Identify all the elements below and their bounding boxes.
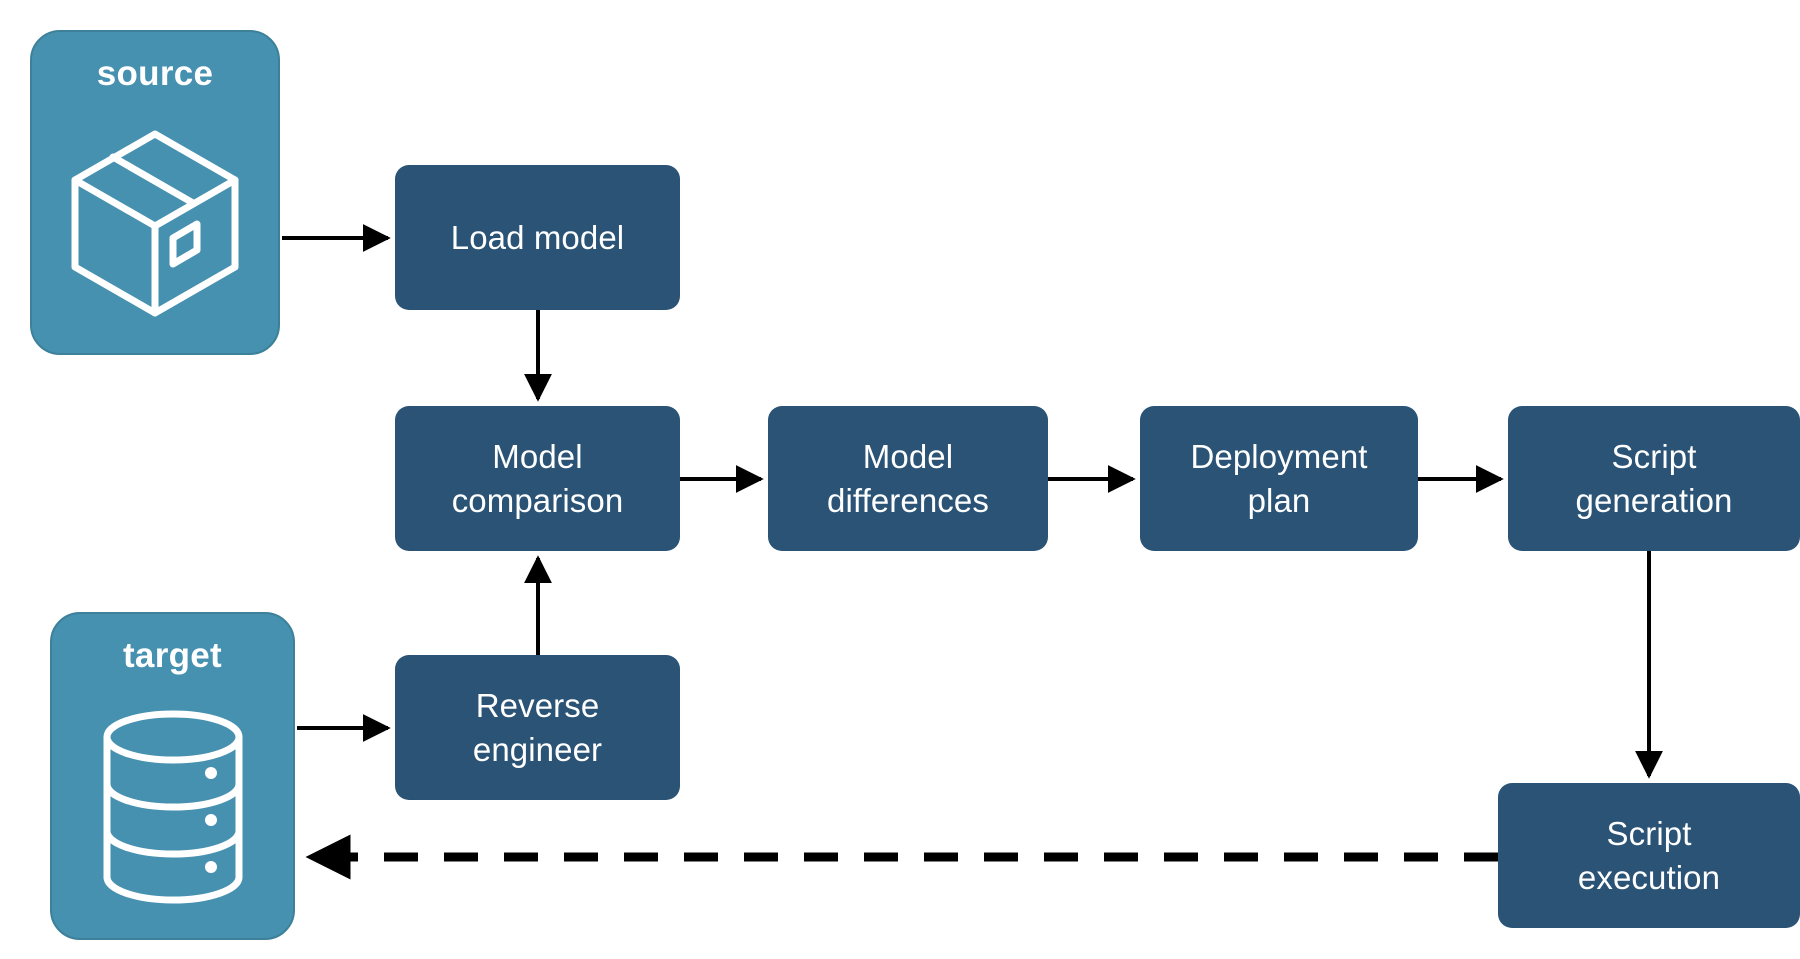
process-deployment-plan-label: Deployment plan <box>1190 437 1368 519</box>
database-cylinder-icon <box>52 676 293 938</box>
endpoint-target-label: target <box>122 636 223 675</box>
process-script-generation-label: Script generation <box>1575 437 1733 519</box>
process-model-differences[interactable]: Model differences <box>768 406 1048 551</box>
process-script-generation[interactable]: Script generation <box>1508 406 1800 551</box>
process-script-execution-label: Script execution <box>1577 814 1721 896</box>
package-box-icon <box>32 94 278 353</box>
process-reverse-engineer[interactable]: Reverse engineer <box>395 655 680 800</box>
process-model-differences-label: Model differences <box>827 437 989 519</box>
process-load-model[interactable]: Load model <box>395 165 680 310</box>
endpoint-source[interactable]: source <box>30 30 280 355</box>
endpoint-source-label: source <box>96 54 214 93</box>
process-model-comparison-label: Model comparison <box>451 437 624 519</box>
process-deployment-plan[interactable]: Deployment plan <box>1140 406 1418 551</box>
process-script-execution[interactable]: Script execution <box>1498 783 1800 928</box>
endpoint-target[interactable]: target <box>50 612 295 940</box>
process-reverse-engineer-label: Reverse engineer <box>472 686 603 768</box>
process-load-model-label: Load model <box>450 218 625 256</box>
process-model-comparison[interactable]: Model comparison <box>395 406 680 551</box>
